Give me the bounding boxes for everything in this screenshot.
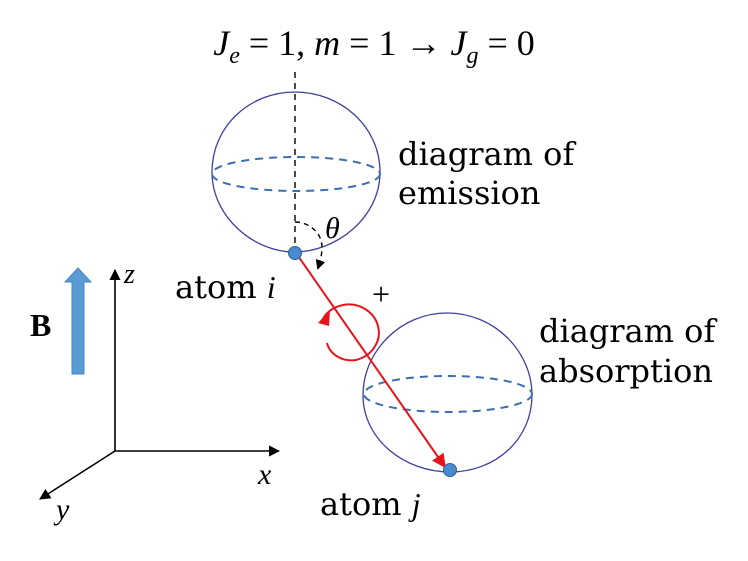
y-axis — [39, 450, 116, 500]
polarization-plus-label: + — [372, 276, 390, 312]
coordinate-axes — [39, 268, 281, 500]
polarization-arrowhead-icon — [318, 310, 330, 326]
emission-label-line1: diagram of — [398, 135, 576, 173]
absorption-label-line2: absorption — [539, 352, 713, 390]
b-field-label: B — [30, 307, 51, 343]
photon-ray — [295, 252, 446, 469]
emission-sphere — [211, 91, 381, 253]
theta-label: θ — [325, 212, 340, 245]
atom-j-label: atom j — [320, 485, 421, 523]
absorption-label-line1: diagram of — [539, 312, 717, 350]
theta-arc — [294, 221, 326, 270]
axis-x-label: x — [257, 458, 272, 491]
title: Je = 1, m = 1 → Jg = 0 — [213, 23, 535, 69]
absorption-equator — [363, 375, 533, 413]
emission-equator — [211, 156, 381, 192]
axis-z-label: z — [123, 259, 135, 290]
b-field-arrow-icon — [63, 267, 93, 375]
absorption-sphere — [362, 312, 533, 473]
emission-label-line2: emission — [398, 174, 540, 212]
atom-i-label: atom i — [175, 268, 276, 306]
atom-j-dot — [443, 463, 457, 477]
polarization-loop-icon — [321, 303, 380, 362]
axis-y-label: y — [53, 493, 70, 526]
atom-i-dot — [288, 246, 302, 260]
